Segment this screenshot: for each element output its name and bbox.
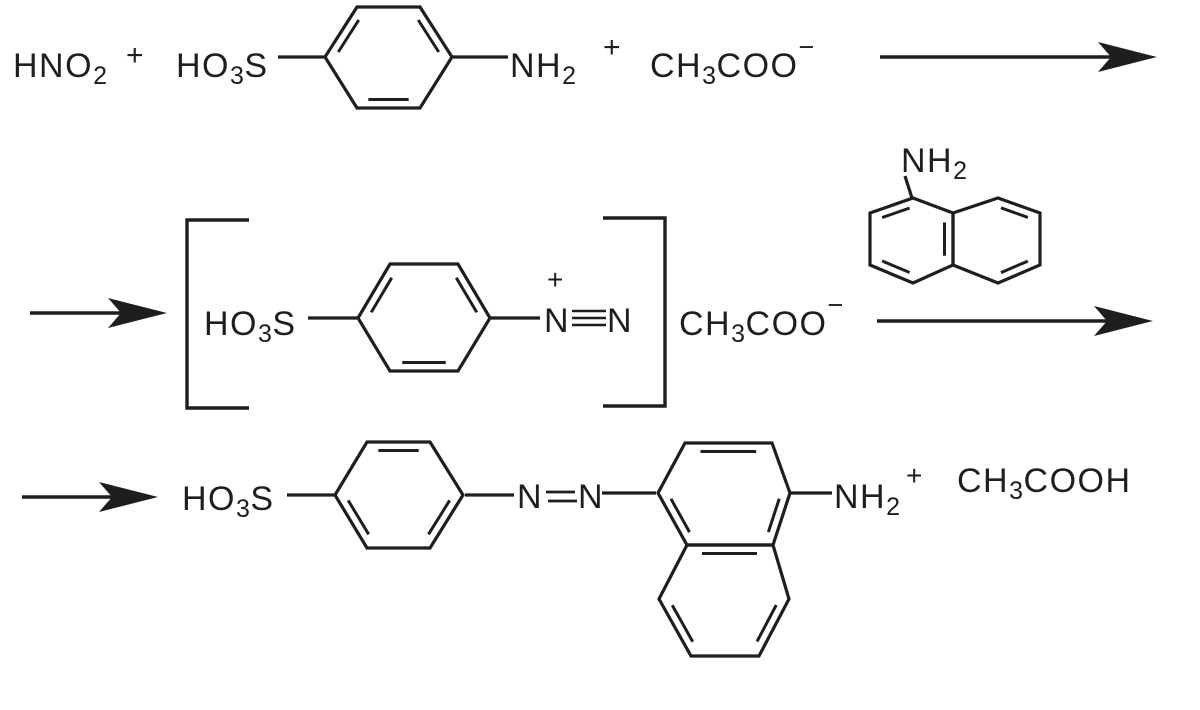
sulfo-group-label: HO3S: [182, 480, 275, 523]
acetic-acid-label: CH3COOH: [957, 462, 1132, 505]
naphthylamine-amine-label: NH2: [901, 142, 968, 185]
benzene-ring-product: [333, 440, 465, 550]
nitrogen-label: N: [578, 478, 605, 516]
reaction-arrow-step1: [880, 42, 1157, 72]
naphthylamine-ring-right: [951, 196, 1042, 285]
plus-sign: +: [906, 460, 924, 491]
benzene-ring-diazonium: [356, 262, 492, 373]
nitrogen-label: N: [607, 302, 634, 340]
acetate-ion-label: CH3COO−: [679, 290, 844, 348]
reaction-arrow-step3: [22, 482, 158, 512]
sulfo-group-label: HO3S: [176, 47, 269, 90]
bond-nh2-naphthylamine: [903, 175, 914, 199]
nitrogen-label: N: [517, 478, 544, 516]
sulfo-group-label: HO3S: [204, 305, 297, 348]
plus-sign: +: [603, 31, 623, 64]
triple-bond-icon: [572, 309, 606, 327]
positive-charge-label: +: [547, 264, 565, 295]
azo-double-bond-icon: [546, 490, 577, 503]
nitrous-acid-label: HNO2: [13, 47, 108, 90]
reaction-arrow-step2-in: [30, 298, 167, 328]
benzene-ring-sulfanilic: [323, 5, 454, 110]
nitrogen-label: N: [544, 302, 571, 340]
amine-group-label: NH2: [834, 478, 901, 521]
reaction-arrow-step2-out: [877, 306, 1153, 336]
diazonium-bracket-right: [603, 216, 667, 408]
naphthalene-ring-bottom: [657, 543, 791, 658]
naphthalene-ring-top: [656, 441, 792, 547]
amine-group-label: NH2: [510, 47, 577, 90]
naphthylamine-ring-left: [868, 196, 955, 285]
diazonium-bracket-left: [185, 218, 249, 410]
plus-sign: +: [126, 39, 146, 72]
acetate-ion-label: CH3COO−: [650, 32, 815, 90]
